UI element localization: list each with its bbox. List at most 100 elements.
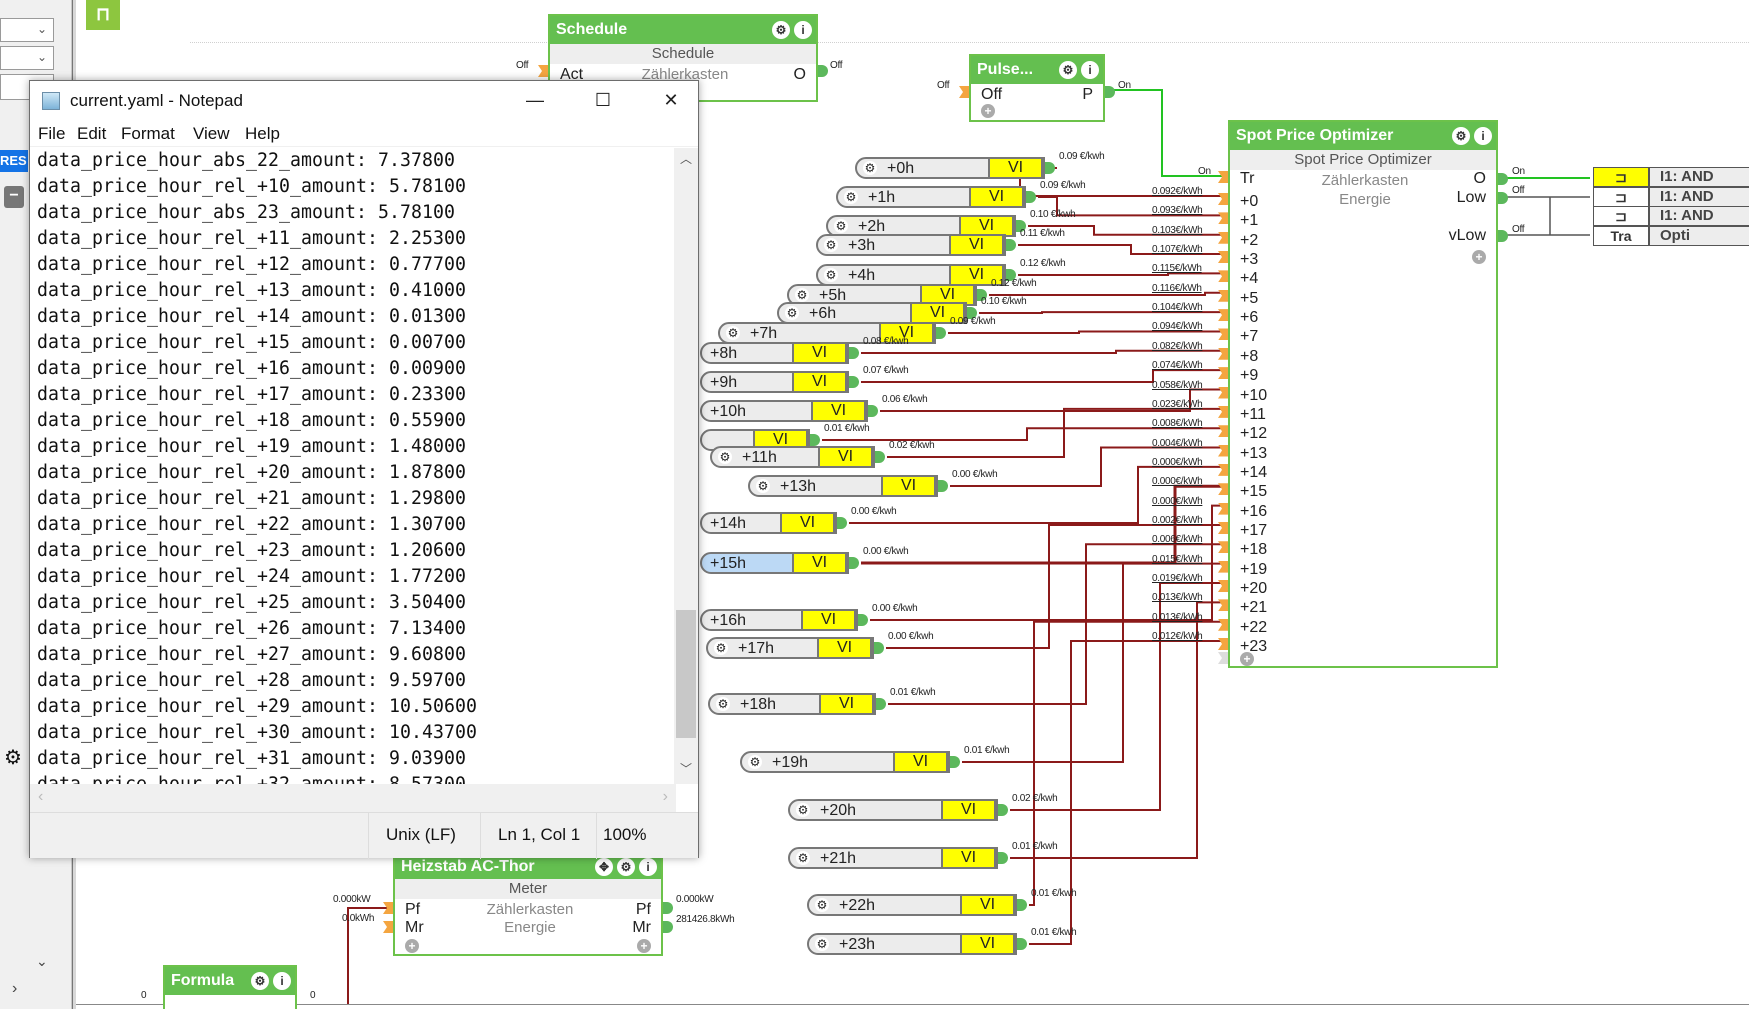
gear-icon[interactable]: ⚙ bbox=[251, 972, 269, 990]
input-port-add[interactable] bbox=[1218, 652, 1228, 664]
menu-edit[interactable]: Edit bbox=[77, 124, 107, 143]
output-port-o[interactable] bbox=[1498, 173, 1508, 185]
menu-help[interactable]: Help bbox=[245, 124, 280, 143]
vi-button[interactable]: VI bbox=[941, 799, 996, 821]
output-port[interactable] bbox=[874, 642, 884, 654]
input-port[interactable] bbox=[1218, 425, 1228, 438]
output-port[interactable] bbox=[938, 480, 948, 492]
input-port[interactable] bbox=[959, 86, 969, 98]
chevron-down-icon[interactable]: ⌄ bbox=[36, 953, 48, 969]
pulse-block[interactable]: Pulse... ⚙i Off P + bbox=[969, 54, 1105, 122]
vi-button[interactable]: VI bbox=[969, 186, 1024, 208]
vi-button[interactable]: VI bbox=[811, 400, 866, 422]
info-icon[interactable]: i bbox=[273, 972, 291, 990]
vi-button[interactable]: VI bbox=[910, 302, 965, 324]
gear-icon[interactable]: ⚙ bbox=[1452, 127, 1470, 145]
input-port[interactable] bbox=[1218, 193, 1228, 205]
trigger-port[interactable] bbox=[1218, 171, 1228, 183]
output-port[interactable] bbox=[1017, 938, 1027, 950]
block-header[interactable]: Spot Price Optimizer ⚙i bbox=[1230, 122, 1496, 150]
vi-button[interactable]: VI bbox=[817, 637, 872, 659]
gear-icon[interactable]: ⚙ bbox=[844, 190, 858, 204]
input-port[interactable] bbox=[538, 65, 548, 77]
pin-icon[interactable]: ⊓ bbox=[86, 0, 120, 30]
gear-icon[interactable]: ⚙ bbox=[716, 697, 730, 711]
input-port[interactable] bbox=[383, 921, 393, 933]
info-icon[interactable]: i bbox=[639, 858, 657, 876]
add-input-icon[interactable]: + bbox=[405, 939, 419, 953]
heizstab-block[interactable]: Heizstab AC-Thor ✥⚙i Meter Pf Mr Zählerk… bbox=[393, 853, 663, 956]
info-icon[interactable]: i bbox=[1474, 127, 1492, 145]
gear-icon[interactable]: ⚙ bbox=[718, 450, 732, 464]
menu-view[interactable]: View bbox=[193, 124, 230, 143]
collapse-button[interactable]: − bbox=[4, 186, 24, 208]
dropdown-1[interactable]: ⌄ bbox=[0, 18, 54, 42]
input-port[interactable] bbox=[1218, 521, 1228, 534]
vi-button[interactable]: VI bbox=[949, 264, 1004, 286]
output-port[interactable] bbox=[810, 434, 820, 446]
gear-icon[interactable]: ⚙ bbox=[815, 898, 829, 912]
block-header[interactable]: Heizstab AC-Thor ✥⚙i bbox=[395, 855, 661, 879]
and-output-row[interactable]: ⊐I1: AND bbox=[1593, 206, 1749, 226]
vi-button[interactable]: VI bbox=[960, 933, 1015, 955]
title-bar[interactable]: current.yaml - Notepad — ☐ ✕ bbox=[30, 81, 698, 121]
input-port[interactable] bbox=[1218, 405, 1228, 418]
add-input-icon[interactable]: + bbox=[1240, 652, 1254, 666]
output-port[interactable] bbox=[950, 756, 960, 768]
gear-icon[interactable]: ⚙ bbox=[815, 937, 829, 951]
gear-icon[interactable]: ⚙ bbox=[824, 268, 838, 282]
formula-block[interactable]: Formula ⚙i bbox=[163, 965, 297, 1009]
vertical-scrollbar[interactable]: ︿ ﹀ bbox=[674, 148, 698, 784]
output-port[interactable] bbox=[936, 327, 946, 339]
input-port[interactable] bbox=[1218, 599, 1228, 612]
maximize-button[interactable]: ☐ bbox=[594, 90, 612, 110]
output-port[interactable] bbox=[849, 376, 859, 388]
gear-icon[interactable]: ⚙ bbox=[796, 851, 810, 865]
gear-icon[interactable]: ⚙ bbox=[863, 161, 877, 175]
vi-button[interactable]: VI bbox=[941, 847, 996, 869]
output-port-low[interactable] bbox=[1498, 192, 1508, 204]
minimize-button[interactable]: — bbox=[526, 90, 544, 110]
vi-button[interactable]: VI bbox=[818, 446, 873, 468]
vi-button[interactable]: VI bbox=[960, 894, 1015, 916]
input-port[interactable] bbox=[1218, 212, 1228, 225]
gear-icon[interactable]: ⚙ bbox=[796, 803, 810, 817]
output-port[interactable] bbox=[977, 289, 987, 301]
input-port[interactable] bbox=[1218, 289, 1228, 302]
output-port[interactable] bbox=[837, 517, 847, 529]
vi-button[interactable]: VI bbox=[819, 693, 874, 715]
gear-icon[interactable]: ⚙ bbox=[617, 858, 635, 876]
notepad-window[interactable]: current.yaml - Notepad — ☐ ✕ File Edit F… bbox=[29, 80, 699, 859]
output-port[interactable] bbox=[1105, 86, 1115, 98]
output-port[interactable] bbox=[1016, 220, 1026, 232]
output-port[interactable] bbox=[876, 698, 886, 710]
output-port[interactable] bbox=[663, 921, 673, 933]
input-port[interactable] bbox=[1218, 560, 1228, 573]
output-port[interactable] bbox=[1017, 899, 1027, 911]
input-port[interactable] bbox=[1218, 270, 1228, 283]
output-port[interactable] bbox=[998, 852, 1008, 864]
output-port[interactable] bbox=[875, 451, 885, 463]
add-output-icon[interactable]: + bbox=[637, 939, 651, 953]
input-port[interactable] bbox=[383, 902, 393, 914]
scrollbar-thumb[interactable] bbox=[676, 610, 696, 738]
expand-icon[interactable]: › bbox=[12, 980, 18, 997]
input-port[interactable] bbox=[1218, 618, 1228, 631]
vi-button[interactable]: VI bbox=[780, 512, 835, 534]
output-port[interactable] bbox=[868, 405, 878, 417]
spot-price-optimizer-block[interactable]: Spot Price Optimizer ⚙i Spot Price Optim… bbox=[1228, 120, 1498, 668]
